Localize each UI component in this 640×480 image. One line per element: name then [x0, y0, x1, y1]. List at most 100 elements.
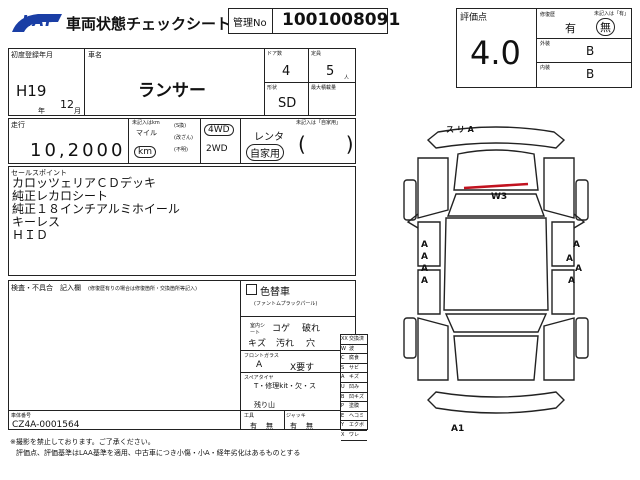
undetected-note: 未記入は「有」	[594, 11, 630, 17]
glass-value-x: X要す	[290, 363, 315, 373]
color-sub: (ファントムプラックパール)	[254, 301, 318, 307]
legend-code: B	[341, 393, 345, 400]
use-note: 未記入は「自家用」	[296, 120, 342, 126]
left-mirror	[406, 213, 419, 229]
spare-label: スペアタイヤ	[244, 375, 274, 381]
mileage-value: 10,2000	[30, 140, 126, 161]
legend-code: W	[341, 345, 346, 352]
tool-yes: 有	[250, 422, 257, 430]
interior-label: 内装	[540, 65, 551, 71]
right-rear-fender	[543, 317, 575, 381]
a1-mark: A1	[451, 424, 465, 434]
mgmt-number: 1001008091	[282, 10, 401, 30]
interior-seat-label: 室内シート	[250, 323, 266, 336]
repair-value: 有	[565, 22, 576, 35]
legend-code: C	[341, 355, 345, 362]
logo-text: LAP	[22, 12, 58, 30]
doors-label: ドア数	[267, 51, 283, 57]
sales-point-item: キーレス	[12, 215, 61, 229]
unit-km: km	[134, 146, 156, 158]
doors-value: 4	[282, 64, 291, 79]
tool-label: 工具	[244, 413, 255, 419]
legend-label: ヘコミ	[349, 412, 365, 419]
color-change-label: 色替車	[260, 287, 290, 298]
legend-label: 交換済	[349, 336, 365, 342]
left-rear-door	[417, 269, 441, 315]
mileage-opt2: (改ざん)	[174, 135, 193, 141]
inspection-note: (修復歴有りの場合は修復箇所・交換箇所等記入)	[88, 286, 197, 292]
damage-mark-a: A	[421, 252, 428, 262]
left-front-wheel	[403, 179, 417, 221]
legend-label: 凹キズ	[349, 393, 365, 400]
trunk	[453, 335, 539, 381]
reg-month-unit: 月	[74, 107, 81, 115]
interior-item: 破れ	[302, 324, 321, 334]
left-rear-fender	[417, 317, 449, 381]
right-front-wheel	[575, 179, 589, 221]
right-front-door	[551, 221, 575, 267]
damage-mark-a: A	[421, 276, 428, 286]
w-mark: W3	[491, 192, 508, 202]
model-name: ランサー	[138, 81, 206, 101]
sales-point-item: カロッツェリアＣＤデッキ	[12, 176, 157, 190]
repair-label: 修復歴	[540, 12, 556, 18]
capacity-label: 定員	[311, 51, 322, 57]
sales-points-list: カロッツェリアＣＤデッキ 純正レカロシート 純正１８インチアルミホイール キーレ…	[12, 177, 180, 242]
sales-point-item: 純正レカロシート	[12, 189, 109, 203]
glass-value-a: A	[256, 360, 263, 370]
legend-label: キズ	[349, 374, 360, 381]
spare-text: T・修理kit・欠・ス	[254, 382, 317, 390]
right-rear-door	[551, 269, 575, 315]
capacity-value: 5	[326, 64, 335, 79]
left-front-door	[417, 221, 441, 267]
right-rear-wheel	[575, 317, 589, 359]
damage-mark-a: A	[421, 264, 428, 274]
legend-item: XX交換済	[341, 335, 367, 345]
legend-box	[340, 334, 368, 430]
use-rental: レンタ	[254, 132, 284, 143]
damage-mark-a: A	[566, 254, 573, 264]
score-panel	[456, 8, 632, 88]
mileage-label: 走行	[11, 121, 25, 129]
legend-label: サビ	[349, 364, 360, 371]
hood	[453, 149, 539, 191]
shape-label: 形状	[267, 85, 278, 91]
legend-label: ワレ	[349, 431, 360, 438]
front-bumper	[426, 126, 566, 149]
shape-value: SD	[278, 96, 297, 111]
windshield	[447, 193, 545, 217]
roof-damage-mark	[463, 182, 529, 190]
left-front-fender	[417, 157, 449, 219]
exterior-label: 外装	[540, 41, 551, 47]
mileage-box	[8, 118, 356, 164]
jack-label: ジャッキ	[286, 413, 306, 419]
jack-yes: 有	[290, 422, 297, 430]
jack-no: 無	[306, 422, 313, 430]
right-front-fender	[543, 157, 575, 219]
capacity-unit: 人	[344, 75, 350, 81]
logo: LAP	[8, 10, 64, 36]
mgmt-label: 管理No	[233, 18, 267, 29]
inspection-label: 検査・不具合 記入欄	[11, 284, 81, 292]
roof	[443, 217, 549, 311]
interior-item: キズ	[248, 339, 267, 349]
rear-window	[444, 313, 548, 333]
exterior-value: B	[586, 44, 595, 58]
car-diagram	[403, 126, 589, 414]
reg-month: 12	[60, 98, 74, 111]
mileage-opt1: (S換)	[174, 123, 187, 129]
legend-label: 凹み	[349, 383, 360, 390]
roof-label: ス リ A	[446, 125, 474, 134]
interior-item: 穴	[306, 339, 316, 349]
paren-box: ( )	[298, 132, 354, 156]
sales-points-box	[8, 166, 356, 276]
